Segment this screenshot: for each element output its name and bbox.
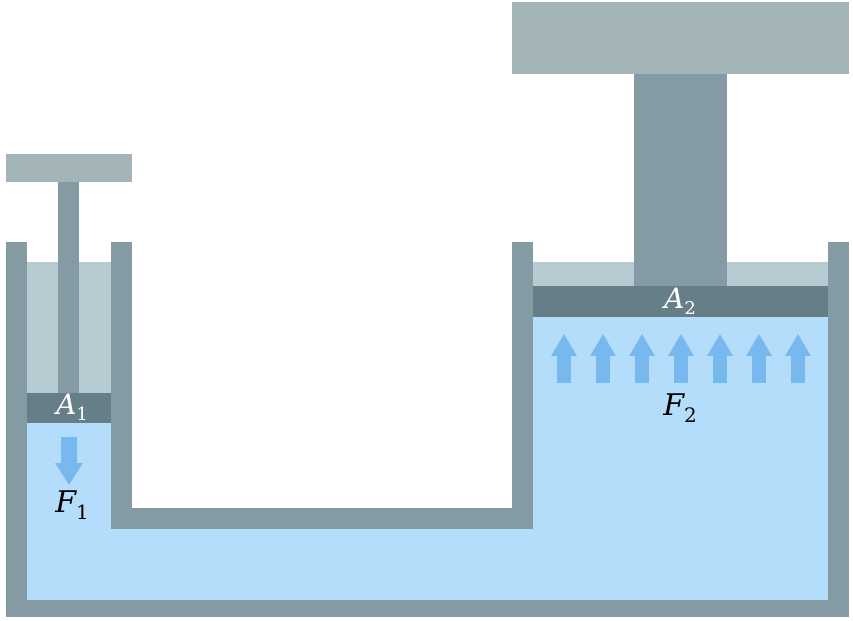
arrow-up-icon: [551, 334, 577, 383]
wall-left-outer: [6, 242, 27, 617]
label-area-large: A2: [661, 282, 696, 319]
arrow-up-icon: [707, 334, 733, 383]
arrow-up-icon: [668, 334, 694, 383]
arrow-up-icon: [785, 334, 811, 383]
wall-right-outer: [828, 242, 849, 617]
large-piston-platform: [512, 2, 849, 74]
wall-small-inner: [111, 242, 132, 529]
large-piston: [533, 286, 828, 317]
wall-channel-top: [111, 508, 533, 529]
label-force-small: F1: [54, 485, 89, 524]
arrow-up-icon: [629, 334, 655, 383]
arrow-up-icon: [590, 334, 616, 383]
label-area-small: A1: [53, 388, 88, 425]
small-piston-rod: [58, 182, 79, 394]
arrow-down-icon: [55, 437, 83, 485]
wall-bottom: [6, 600, 849, 617]
small-piston: [27, 393, 111, 423]
large-piston-rod: [634, 74, 727, 287]
label-force-large: F2: [662, 388, 697, 427]
small-piston-handle: [6, 154, 132, 182]
arrow-up-icon: [746, 334, 772, 383]
wall-large-inner: [512, 242, 533, 529]
force-arrows-large: [551, 334, 811, 383]
